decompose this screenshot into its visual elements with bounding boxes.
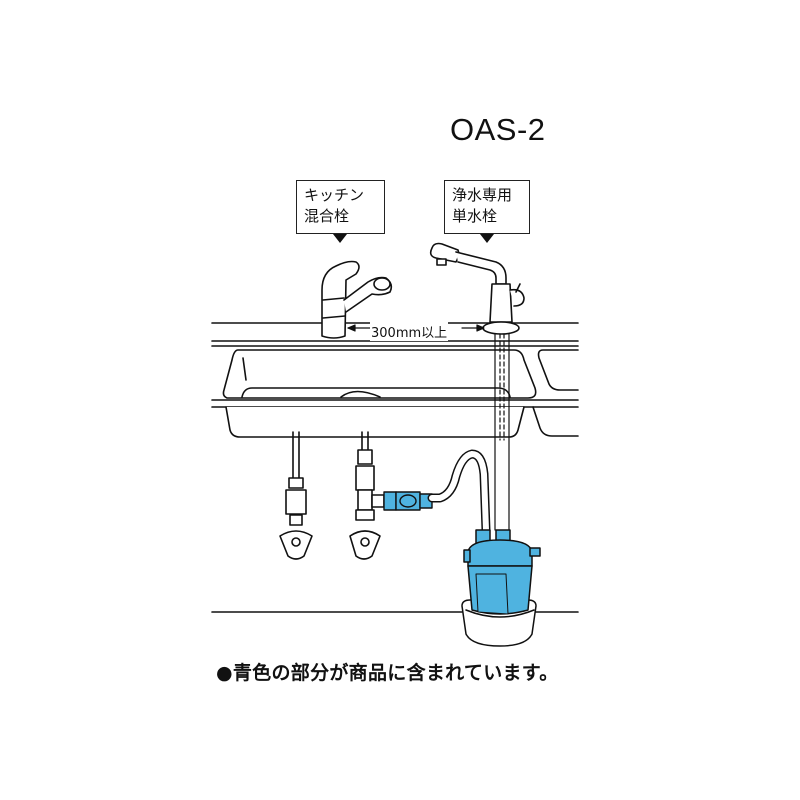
callout-purified-faucet: 浄水専用 単水栓 <box>444 180 530 234</box>
pointer-triangle-icon <box>480 234 494 243</box>
left-stop-valve <box>279 431 313 560</box>
callout-line: 混合栓 <box>304 207 350 225</box>
callout-kitchen-faucet: キッチン 混合栓 <box>296 180 385 234</box>
water-filter <box>461 529 541 647</box>
pointer-triangle-icon <box>333 234 347 243</box>
callout-line: 浄水専用 <box>452 186 513 204</box>
branch-valve <box>383 491 433 511</box>
kitchen-faucet <box>321 260 393 339</box>
callout-line: キッチン <box>304 186 365 204</box>
counter-pipes <box>494 333 510 531</box>
purified-water-faucet <box>429 242 525 335</box>
included-parts-note: ●青色の部分が商品に含まれています。 <box>216 662 559 684</box>
right-stop-valve <box>349 431 385 560</box>
sink-basin <box>222 349 579 438</box>
callout-line: 単水栓 <box>452 207 498 225</box>
dimension-label: 300mm以上 <box>370 322 449 341</box>
model-number: OAS-2 <box>450 112 546 147</box>
dimension-arrow <box>347 324 485 332</box>
